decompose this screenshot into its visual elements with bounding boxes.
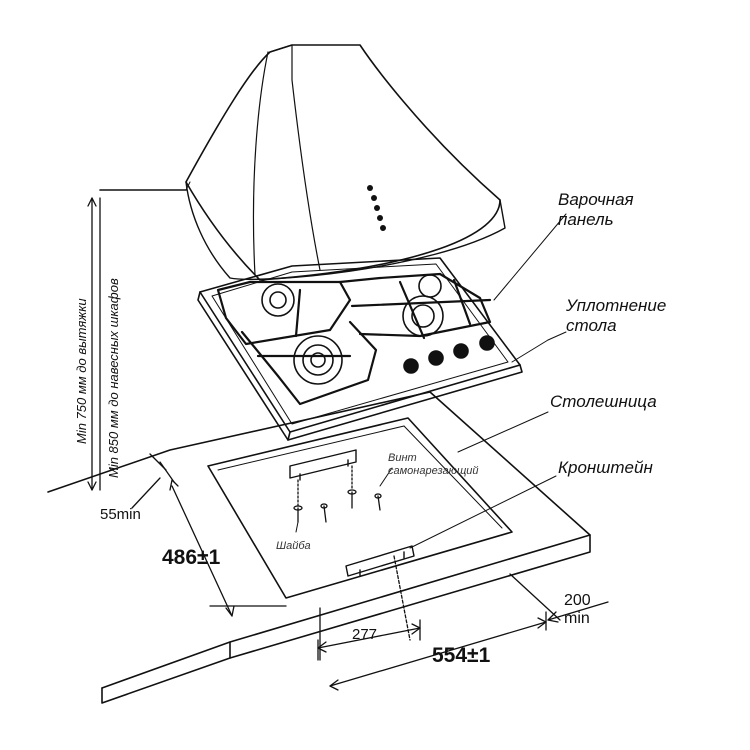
label-screw-line2: самонарезающий bbox=[388, 465, 479, 477]
label-washer: Шайба bbox=[276, 540, 311, 552]
height-dimension bbox=[87, 197, 101, 491]
dim-width: 554±1 bbox=[432, 644, 491, 667]
rear-dimension-line bbox=[509, 573, 609, 623]
countertop-slab bbox=[47, 391, 591, 704]
label-seal: Уплотнение стола bbox=[566, 296, 666, 336]
label-hood-min: Min 750 мм до вытяжки bbox=[74, 298, 89, 444]
leader-lines bbox=[295, 213, 567, 549]
label-screw: Винт самонарезающий bbox=[388, 452, 479, 478]
control-knobs bbox=[403, 335, 495, 374]
dim-edge-min: 55min bbox=[100, 506, 141, 523]
range-hood bbox=[185, 44, 506, 281]
label-cooktop-line2: панель bbox=[558, 210, 614, 229]
dim-bracket-span: 277 bbox=[352, 626, 378, 643]
label-bracket: Кронштейн bbox=[558, 458, 653, 477]
burner-grates bbox=[216, 272, 492, 406]
screws bbox=[293, 465, 393, 523]
label-cabinet-min: Min 850 мм до навесных шкафов bbox=[106, 278, 121, 478]
burners bbox=[261, 274, 444, 385]
label-screw-line1: Винт bbox=[388, 452, 417, 464]
dim-rear-min-unit: min bbox=[564, 610, 590, 627]
label-seal-line1: Уплотнение bbox=[566, 296, 667, 315]
hood-buttons bbox=[367, 185, 386, 231]
width-dimension-lines bbox=[317, 555, 547, 691]
front-bracket bbox=[345, 545, 415, 577]
wall-lines bbox=[99, 181, 191, 191]
dim-rear-min: 200 min bbox=[564, 592, 591, 628]
label-cooktop-line1: Варочная bbox=[558, 190, 634, 209]
label-countertop: Столешница bbox=[550, 392, 657, 411]
gas-cooktop bbox=[197, 257, 523, 441]
label-seal-line2: стола bbox=[566, 316, 617, 335]
label-cooktop: Варочная панель bbox=[558, 190, 634, 230]
rear-bracket bbox=[289, 449, 357, 481]
dim-rear-min-value: 200 bbox=[564, 592, 591, 609]
depth-dimension-line bbox=[131, 453, 287, 617]
dim-depth: 486±1 bbox=[162, 546, 221, 569]
